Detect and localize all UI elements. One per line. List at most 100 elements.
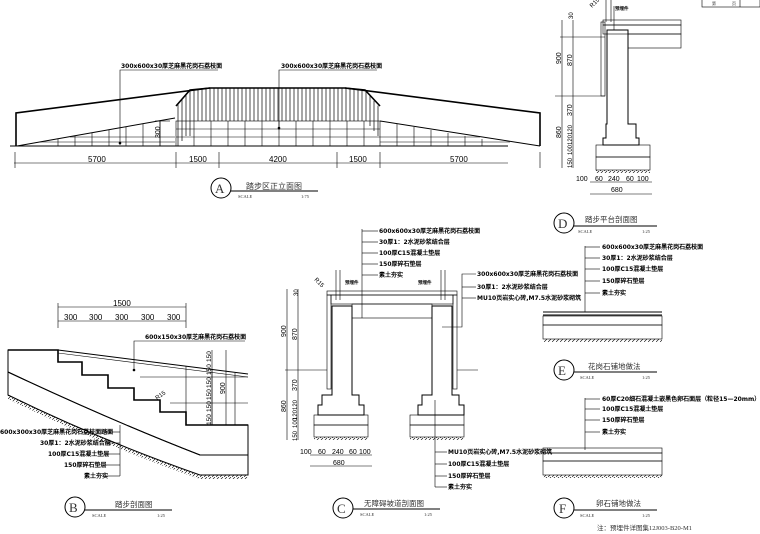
left-ramp-slope	[16, 117, 176, 147]
view-mark-a-letter: A	[215, 181, 225, 196]
height-dim-label: 300	[155, 126, 162, 138]
view-f-scale-label: SCALE	[580, 513, 595, 518]
view-d-dim-120b: 120	[568, 134, 574, 145]
view-c-dim-900: 900	[281, 325, 288, 337]
view-b-dim-2: 300	[115, 313, 129, 322]
callout-a-left: 300x600x30厚芝麻黑花岗石荔枝面	[121, 62, 222, 70]
view-c-bdim-0: 100	[300, 449, 312, 456]
view-c-dim-120b: 120	[293, 409, 299, 420]
view-b-sdim-total: 900	[220, 382, 227, 394]
callout-a-right: 300x600x30厚芝麻黑花岗石荔枝面	[281, 62, 382, 70]
view-d-dim-900: 900	[556, 52, 563, 64]
title-block-label-right: 页	[732, 1, 736, 6]
view-mark-a	[210, 177, 232, 199]
view-c-dim-860: 860	[281, 400, 288, 412]
view-f-layer-2: 150厚碎石垫层	[602, 416, 645, 424]
view-d-scale: 1:25	[642, 229, 651, 234]
view-mark-c	[332, 497, 354, 519]
view-c-bdim-1: 60	[318, 449, 326, 456]
view-f-title: 卵石铺地做法	[596, 498, 641, 508]
view-d-dim-370: 370	[567, 104, 574, 116]
view-e-layer-2: 100厚C15混凝土垫层	[602, 265, 663, 273]
view-c-title: 无障碍坡道剖面图	[364, 498, 424, 508]
view-c-dim-370: 370	[292, 379, 299, 391]
view-b-layer-1: 30厚1：2水泥砂浆结合层	[40, 439, 111, 447]
view-mark-f	[553, 497, 575, 519]
view-d-bdim-total: 680	[611, 187, 623, 194]
view-b-title: 踏步剖面图	[115, 499, 153, 509]
left-handrail	[15, 87, 211, 146]
view-c-bdim-3: 60	[349, 449, 357, 456]
view-c-top-layer-1: 30厚1：2水泥砂浆结合层	[379, 238, 450, 246]
view-c-wall-layer-1: 30厚1：2水泥砂浆结合层	[477, 283, 548, 291]
view-mark-b-letter: B	[69, 500, 78, 515]
view-b-dim-4: 300	[167, 313, 181, 322]
view-f-scale: 1:25	[642, 513, 651, 518]
view-d-dim-150: 150	[568, 157, 574, 168]
view-d-dim-100: 100	[568, 144, 574, 155]
view-b-layer-0: 600x300x30厚芝麻黑花岗石荔枝面踏面	[0, 428, 113, 436]
view-c-base-layer-0: MU10页岩实心砖,M7.5水泥砂浆砌筑	[448, 448, 552, 456]
view-b-sdim-5: 150	[206, 414, 213, 425]
view-b-dim-3: 300	[141, 313, 155, 322]
view-b-scale: 1:25	[157, 513, 166, 518]
right-ramp-slope	[379, 120, 541, 147]
view-c-bdim-2: 240	[332, 449, 344, 456]
view-c-wall-layer-2: MU10页岩实心砖,M7.5水泥砂浆砌筑	[477, 294, 581, 302]
right-ramp-grid	[380, 124, 510, 146]
view-e-layer-4: 素土夯实	[601, 289, 626, 297]
view-mark-d-letter: D	[558, 216, 567, 231]
view-f-layer-3: 素土夯实	[601, 428, 626, 436]
dim-a-4: 5700	[450, 155, 468, 164]
view-c-wall-layer-0: 300x600x30厚芝麻黑花岗石荔枝面	[477, 270, 578, 278]
view-b-radius: R15	[155, 390, 168, 402]
view-c-base-layer-1: 100厚C15混凝土垫层	[448, 460, 509, 468]
view-f-layer-1: 100厚C15混凝土垫层	[602, 405, 663, 413]
view-mark-e-letter: E	[558, 363, 566, 378]
view-c-dim-150: 150	[293, 430, 299, 441]
view-b-scale-label: SCALE	[92, 513, 107, 518]
view-f-layer-0: 60厚C20细石混凝土嵌黑色卵石面层（粒径15—20mm）	[602, 395, 760, 403]
title-block: 第 页	[701, 0, 760, 8]
view-b-sdim-4: 150	[206, 401, 213, 412]
view-d-bdim-1: 60	[595, 176, 603, 183]
view-d-radius: R15	[589, 0, 601, 9]
view-d-title: 踏步平台剖面图	[585, 214, 638, 224]
dim-a-1: 1500	[189, 155, 207, 164]
view-d-bdim-2: 240	[608, 176, 620, 183]
view-d-dim-120a: 120	[568, 124, 574, 135]
view-a-title: 踏步区正立面图	[246, 181, 302, 191]
view-mark-e	[553, 359, 575, 381]
view-c-section: 预埋件 预埋件 R15 600x600x30厚芝麻黑花岗石荔枝面 30厚1：2水…	[281, 227, 581, 519]
view-a-scale: 1:75	[301, 194, 310, 199]
view-b-layer-2: 100厚C15混凝土垫层	[48, 450, 109, 458]
view-b-dim-total: 1500	[113, 299, 131, 308]
view-c-scale: 1:25	[424, 512, 433, 517]
view-b-dim-0: 300	[64, 313, 78, 322]
view-mark-f-letter: F	[559, 501, 566, 516]
view-c-bdim-4: 100	[359, 449, 371, 456]
dim-a-0: 5700	[88, 155, 106, 164]
view-d-bdim-4: 100	[637, 176, 649, 183]
view-a-elevation: 300 300x600x30厚芝麻黑花岗石荔枝面 300x600x30厚芝麻黑花…	[10, 62, 541, 199]
view-c-top-layer-4: 素土夯实	[378, 271, 403, 279]
view-c-dim-100: 100	[293, 417, 299, 428]
view-e-scale-label: SCALE	[580, 375, 595, 380]
view-mark-b	[64, 496, 86, 518]
view-c-scale-label: SCALE	[360, 512, 375, 517]
view-b-sdim-3: 150	[206, 389, 213, 400]
view-e-section: 600x600x30厚芝麻黑花岗石荔枝面 30厚1：2水泥砂浆结合层 100厚C…	[542, 243, 703, 381]
dim-a-3: 1500	[349, 155, 367, 164]
dim-a-2: 4200	[269, 155, 287, 164]
view-d-dim-870: 870	[567, 54, 574, 66]
view-d-bdim-0: 100	[576, 176, 588, 183]
view-b-sdim-2: 150	[206, 377, 213, 388]
view-a-scale-label: SCALE	[238, 194, 253, 199]
view-c-dim-30: 30	[294, 289, 300, 296]
view-d-section: 预埋件 R15 900 860 30 870 370 120 120 100 1…	[553, 0, 682, 234]
view-b-sdim-1: 150	[206, 364, 213, 375]
view-f-section: 60厚C20细石混凝土嵌黑色卵石面层（粒径15—20mm） 100厚C15混凝土…	[542, 395, 760, 519]
view-mark-d	[553, 212, 575, 234]
view-d-dim-30: 30	[569, 12, 575, 19]
